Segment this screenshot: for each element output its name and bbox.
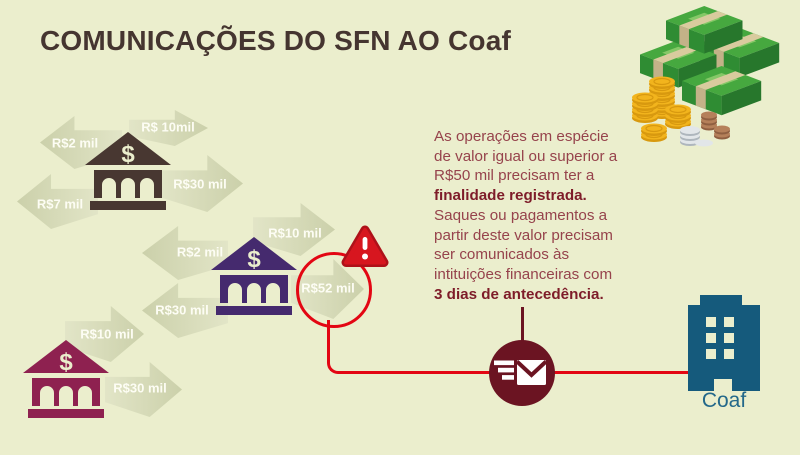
connector-line-vertical — [521, 307, 524, 347]
flow-amount-label: R$30 mil — [155, 302, 209, 318]
flow-amount-label: R$10 mil — [268, 225, 322, 241]
money-stack-illustration — [631, 6, 780, 147]
flow-amount-label: R$10 mil — [80, 326, 134, 342]
info-text-line: finalidade registrada. — [434, 187, 587, 205]
info-text-line: partir deste valor precisam — [434, 226, 613, 244]
bank-icon-2: $ — [211, 237, 297, 315]
info-text: As operações em espécie de valor igual o… — [434, 127, 617, 304]
flow-amount-label: R$30 mil — [173, 176, 227, 192]
flow-amount-label: R$ 10mil — [141, 119, 195, 135]
page-title: COMUNICAÇÕES DO SFN AO Coaf — [40, 25, 512, 56]
coaf-building-icon — [688, 295, 760, 391]
info-text-line: intituições financeiras com — [434, 265, 613, 283]
flow-amount-label: R$2 mil — [176, 244, 224, 260]
info-text-line: Saques ou pagamentos a — [434, 206, 608, 224]
dollar-sign: $ — [59, 349, 73, 376]
info-text-line: 3 dias de antecedência. — [434, 285, 604, 303]
dollar-sign: $ — [121, 141, 135, 168]
bank-icon-1: $ — [85, 132, 171, 210]
bank-icon-3: $ — [23, 340, 109, 418]
flow-amount-label: R$7 mil — [36, 196, 84, 212]
warning-icon — [341, 225, 389, 267]
highlight-circle — [296, 252, 372, 328]
info-text-line: ser comunicados às — [434, 246, 570, 264]
envelope-icon — [494, 360, 548, 385]
info-text-line: de valor igual ou superior a — [434, 147, 618, 165]
info-text-line: As operações em espécie — [434, 128, 609, 145]
flow-amount-label: R$30 mil — [113, 380, 167, 396]
silver-coin — [695, 139, 713, 147]
coaf-label: Coaf — [701, 389, 747, 412]
envelope-badge — [489, 340, 555, 406]
dollar-sign: $ — [247, 246, 261, 273]
flow-amount-label: R$2 mil — [51, 135, 99, 151]
info-text-line: R$50 mil precisam ter a — [434, 167, 595, 185]
